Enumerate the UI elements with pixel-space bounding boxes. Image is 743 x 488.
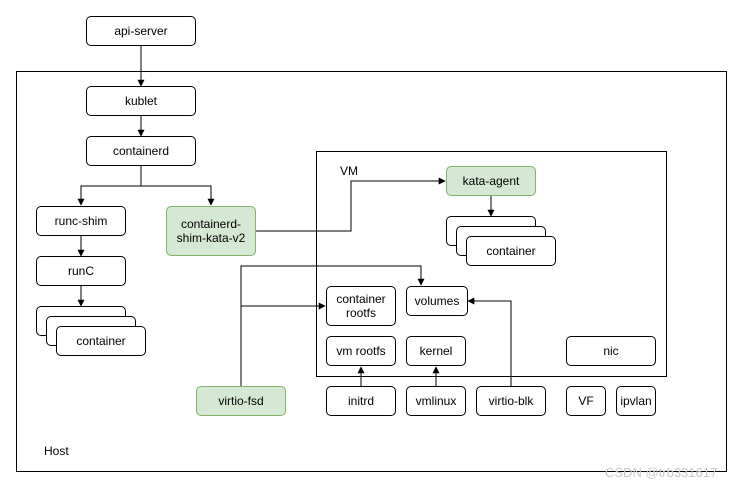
kernel-node: kernel xyxy=(406,336,466,366)
container-stack-left: container xyxy=(36,306,148,358)
container-node-left: container xyxy=(56,326,146,356)
vm-rootfs-node: vm rootfs xyxy=(326,336,396,366)
runc-node: runC xyxy=(36,256,126,286)
virtio-fsd-node: virtio-fsd xyxy=(196,386,286,416)
edge-containerd-split xyxy=(80,166,142,204)
initrd-node: initrd xyxy=(326,386,396,416)
edge-shim-kata-agent xyxy=(256,177,446,232)
containerd-node: containerd xyxy=(86,136,196,166)
kata-agent-node: kata-agent xyxy=(446,166,536,196)
edge-to-shim-kata xyxy=(141,185,215,206)
runc-shim-node: runc-shim xyxy=(36,206,126,236)
edge-virtio-fsd-volumes xyxy=(240,265,425,386)
ipvlan-node: ipvlan xyxy=(616,386,656,416)
vf-node: VF xyxy=(566,386,606,416)
vm-frame xyxy=(316,151,667,377)
kublet-node: kublet xyxy=(86,86,196,116)
vm-label: VM xyxy=(340,164,358,178)
container-stack-vm: container xyxy=(446,216,558,268)
container-node-vm: container xyxy=(466,236,556,266)
api-server-node: api-server xyxy=(86,16,196,46)
volumes-node: volumes xyxy=(406,286,468,316)
host-frame xyxy=(16,71,727,472)
host-label: Host xyxy=(44,444,69,458)
shim-kata-node: containerd- shim-kata-v2 xyxy=(166,206,256,256)
container-rootfs-node: container rootfs xyxy=(326,286,396,326)
vmlinux-node: vmlinux xyxy=(406,386,466,416)
watermark: CSDN @trb331617 xyxy=(605,465,718,480)
edge-virtio-blk-volumes xyxy=(467,297,512,386)
nic-node: nic xyxy=(566,336,656,366)
virtio-blk-node: virtio-blk xyxy=(476,386,546,416)
